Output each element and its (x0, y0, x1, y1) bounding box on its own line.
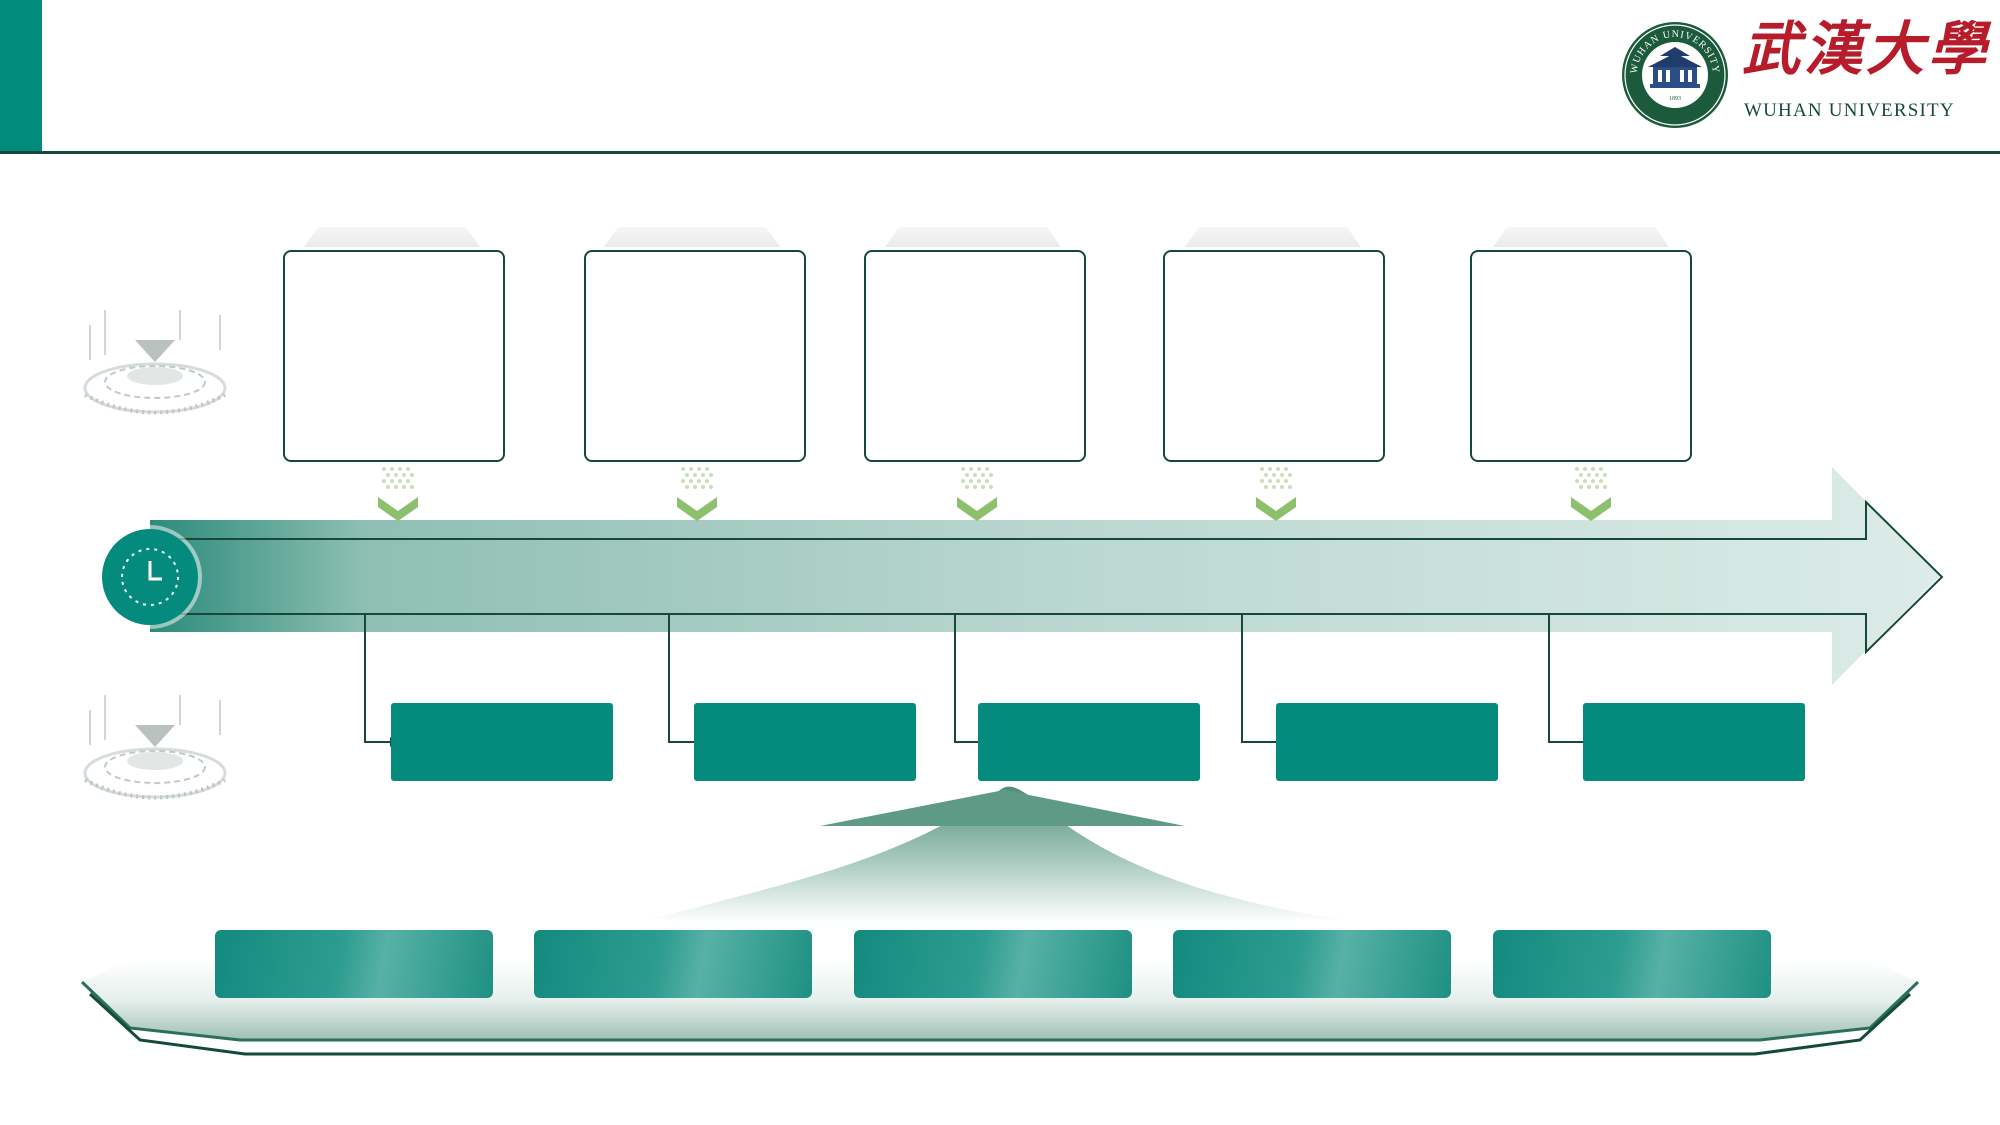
hologram-platform-icon (83, 310, 227, 415)
card-tab (885, 227, 1061, 247)
base-box (1173, 930, 1451, 998)
university-logo: WUHAN UNIVERSITY 武漢大學 1893 武漢大學 WUHAN UN… (1620, 15, 1986, 130)
chevron-down-icon (957, 467, 997, 521)
chevron-down-icon (1571, 467, 1611, 521)
chevron-down-icon (378, 467, 418, 521)
timeline-card (584, 250, 806, 462)
university-name-chinese: 武漢大學 (1742, 15, 1991, 83)
card-tab (1493, 227, 1669, 247)
base-box (215, 930, 493, 998)
base-box (534, 930, 812, 998)
header-accent-bar (0, 0, 42, 153)
card-tab (1185, 227, 1361, 247)
spotlight-tip (820, 790, 1185, 826)
timeline-card (283, 250, 505, 462)
timeline-card (1470, 250, 1692, 462)
seal-year: 1893 (1669, 96, 1681, 102)
header-divider (0, 151, 2000, 154)
timeline-arrow-outline (150, 499, 1944, 655)
timeline-card (864, 250, 1086, 462)
card-tab (604, 227, 780, 247)
hologram-platform-icon (83, 695, 227, 800)
timeline-label-box (978, 703, 1200, 781)
chevron-down-icon (1256, 467, 1296, 521)
spotlight-funnel (640, 786, 1360, 922)
timeline-label-box (694, 703, 916, 781)
timeline-label-box (391, 703, 613, 781)
chevron-down-icon (677, 467, 717, 521)
university-name-english: WUHAN UNIVERSITY (1744, 100, 1955, 121)
university-seal-icon: WUHAN UNIVERSITY 武漢大學 1893 (1622, 22, 1728, 128)
timeline-arrow-band (150, 467, 1940, 685)
timeline-label-box (1583, 703, 1805, 781)
timeline-label-box (1276, 703, 1498, 781)
timeline-card (1163, 250, 1385, 462)
base-box (854, 930, 1132, 998)
seal-text-bottom: 武漢大學 (1661, 97, 1690, 109)
base-platform-edge (80, 980, 1920, 1042)
clock-icon (98, 525, 202, 629)
base-box (1493, 930, 1771, 998)
timeline-connectors (364, 614, 1583, 743)
svg-text:武漢大學: 武漢大學 (1661, 97, 1690, 109)
card-tab (304, 227, 480, 247)
base-platform-rim (88, 992, 1912, 1056)
